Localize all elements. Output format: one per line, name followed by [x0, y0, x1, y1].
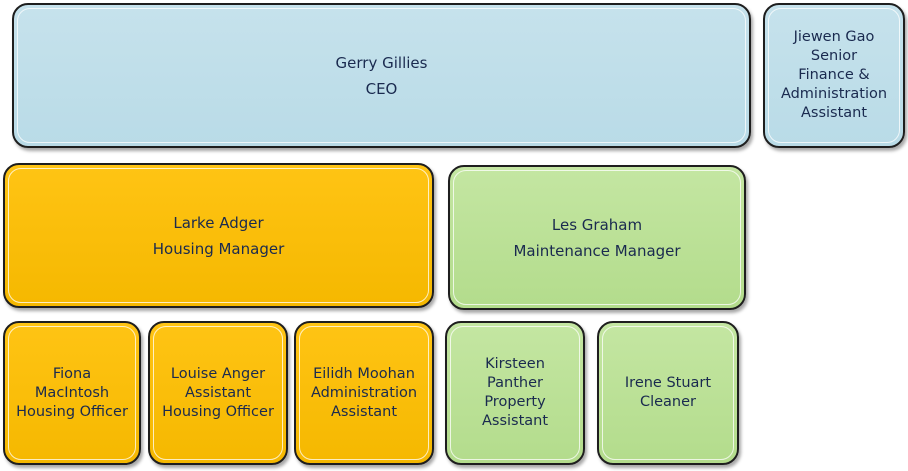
property-assistant-role: Property	[484, 394, 546, 410]
assistant-housing-officer-box: Louise Anger Assistant Housing Officer	[148, 321, 288, 465]
finance-assistant-box: Jiewen Gao Senior Finance & Administrati…	[763, 3, 905, 148]
housing-officer-role: Housing Officer	[16, 403, 128, 420]
finance-assistant-role-line: Assistant	[800, 105, 868, 121]
finance-assistant-role-line: Finance &	[798, 67, 870, 83]
assistant-housing-officer-name: Louise Anger	[170, 365, 266, 382]
maintenance-manager-role: Maintenance Manager	[513, 241, 681, 260]
finance-assistant-name: Jiewen Gao	[793, 29, 875, 45]
admin-assistant-box: Eilidh Moohan Administration Assistant	[294, 321, 434, 465]
housing-officer-box: Fiona MacIntosh Housing Officer	[3, 321, 141, 465]
housing-officer-name: Fiona	[52, 365, 92, 382]
ceo-box: Gerry Gillies CEO	[12, 3, 751, 148]
housing-manager-name: Larke Adger	[173, 213, 264, 232]
cleaner-box: Irene Stuart Cleaner	[597, 321, 739, 465]
assistant-housing-officer-role: Assistant	[184, 384, 252, 401]
cleaner-name: Irene Stuart	[624, 375, 712, 391]
maintenance-manager-name: Les Graham	[551, 215, 643, 234]
admin-assistant-role: Administration	[310, 384, 418, 401]
ceo-name: Gerry Gillies	[335, 53, 428, 72]
assistant-housing-officer-role: Housing Officer	[162, 403, 274, 420]
finance-assistant-role-line: Senior	[810, 48, 858, 64]
housing-manager-role: Housing Manager	[152, 239, 285, 258]
admin-assistant-name: Eilidh Moohan	[313, 365, 415, 382]
housing-manager-box: Larke Adger Housing Manager	[3, 163, 434, 308]
cleaner-role: Cleaner	[639, 394, 697, 410]
ceo-role: CEO	[365, 79, 398, 98]
admin-assistant-role: Assistant	[330, 403, 398, 420]
property-assistant-box: Kirsteen Panther Property Assistant	[445, 321, 585, 465]
maintenance-manager-box: Les Graham Maintenance Manager	[448, 165, 746, 310]
property-assistant-name: Panther	[487, 375, 543, 391]
property-assistant-role: Assistant	[481, 413, 549, 429]
property-assistant-name: Kirsteen	[485, 356, 545, 372]
housing-officer-name: MacIntosh	[34, 384, 110, 401]
finance-assistant-role-line: Administration	[780, 86, 888, 102]
